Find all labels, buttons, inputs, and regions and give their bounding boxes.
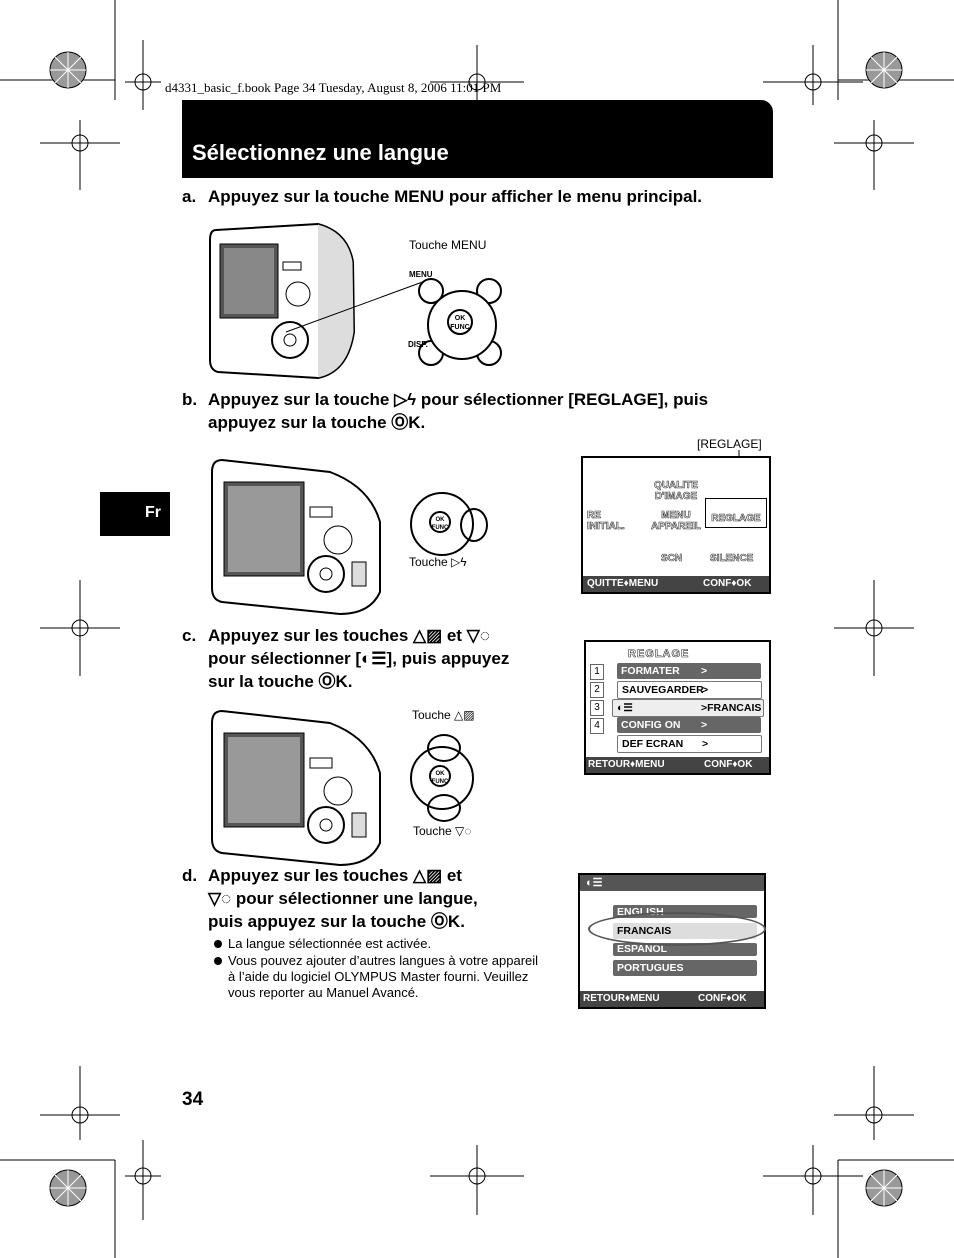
step-a: a. Appuyez sur la touche MENU pour affic… <box>182 185 782 209</box>
caption-touche-menu: Touche MENU <box>409 238 487 252</box>
language-title: ◐☰ <box>580 875 764 891</box>
menu-item-reset[interactable]: RE INITIAL. <box>587 510 625 533</box>
reglage-title: REGLAGE <box>628 648 690 661</box>
note-2: Vous pouvez ajouter d’autres langues à v… <box>212 953 542 1001</box>
main-screen-bottom-bar: QUITTE♦MENU CONF♦OK <box>583 576 769 592</box>
step-a-label: a. <box>182 187 197 206</box>
menu-item-camera-menu[interactable]: MENU APPAREIL <box>651 510 701 533</box>
language-bottom-bar: RETOUR♦MENU CONF♦OK <box>580 991 764 1007</box>
language-espanol[interactable]: ESPANOL <box>613 943 757 956</box>
caption-touche-down: Touche ▽◌ <box>413 824 472 838</box>
camera-back-illustration <box>209 222 356 380</box>
down-arrow-highlight[interactable] <box>427 794 461 822</box>
step-c: c. Appuyez sur les touches △▨ et ▽◌ pour… <box>182 624 582 694</box>
menu-button[interactable] <box>418 278 444 304</box>
file-info: d4331_basic_f.book Page 34 Tuesday, Augu… <box>165 80 502 95</box>
step-c-label: c. <box>182 626 197 645</box>
row-sauvegarder[interactable]: SAUVEGARDER> <box>617 681 762 699</box>
bottom-retour: RETOUR♦MENU <box>588 759 665 770</box>
row-language[interactable]: ◐☰>FRANCAIS <box>612 699 764 717</box>
page-number-1[interactable]: 1 <box>590 664 604 680</box>
step-d-line3: puis appuyez sur la touche ⓄK. <box>208 912 465 931</box>
page-title: Sélectionnez une langue <box>192 140 449 165</box>
row-def-ecran[interactable]: DEF ECRAN> <box>617 735 762 753</box>
title-bar <box>182 100 773 178</box>
menu-item-reglage[interactable]: REGLAGE <box>705 498 767 528</box>
francais-highlight-ellipse <box>588 912 766 946</box>
camera-angled-illustration-c <box>211 709 381 867</box>
main-menu-screen: QUALITE D'IMAGE RE INITIAL. MENU APPAREI… <box>581 456 771 594</box>
menu-item-silence[interactable]: SILENCE <box>710 553 754 565</box>
bottom-retour-lang: RETOUR♦MENU <box>583 993 660 1004</box>
page-number-3[interactable]: 3 <box>590 700 604 716</box>
caption-touche-up: Touche △▨ <box>412 708 475 722</box>
notes-list: La langue sélectionnée est activée. Vous… <box>212 936 542 1002</box>
step-d: d. Appuyez sur les touches △▨ et ▽◌ pour… <box>182 864 562 934</box>
step-c-line2: pour sélectionner [◐☰], puis appuyez <box>208 649 510 668</box>
bottom-quit: QUITTE♦MENU <box>587 578 659 589</box>
step-d-line1: Appuyez sur les touches △▨ et <box>208 866 462 885</box>
menu-item-quality[interactable]: QUALITE D'IMAGE <box>654 480 698 503</box>
bottom-conf-reglage: CONF♦OK <box>704 759 753 770</box>
bottom-conf: CONF♦OK <box>703 578 752 589</box>
language-tab-label: Fr <box>145 504 161 521</box>
disp-label: DISP. <box>408 340 428 349</box>
step-b: b. Appuyez sur la touche ▷ϟ pour sélecti… <box>182 388 782 436</box>
language-tab: Fr <box>100 492 170 536</box>
page-number: 34 <box>182 1089 204 1110</box>
up-arrow-highlight[interactable] <box>427 734 461 762</box>
row-language-value: FRANCAIS <box>707 702 762 714</box>
caption-reglage: [REGLAGE] <box>697 437 762 451</box>
note-1: La langue sélectionnée est activée. <box>212 936 542 952</box>
camera-angled-illustration <box>211 458 381 616</box>
step-d-line2: ▽◌ pour sélectionner une langue, <box>208 889 478 908</box>
step-d-label: d. <box>182 866 198 885</box>
language-portugues[interactable]: PORTUGUES <box>613 960 757 976</box>
step-c-line1: Appuyez sur les touches △▨ et ▽◌ <box>208 626 490 645</box>
page-number-4[interactable]: 4 <box>590 718 604 734</box>
reglage-screen: REGLAGE 1 2 3 4 FORMATER> SAUVEGARDER> ◐… <box>584 640 771 775</box>
step-a-text: Appuyez sur la touche MENU pour afficher… <box>208 187 703 206</box>
step-b-line1: Appuyez sur la touche ▷ϟ pour sélectionn… <box>208 390 709 409</box>
menu-label: MENU <box>409 270 433 279</box>
menu-item-scn[interactable]: SCN <box>661 553 683 565</box>
step-b-label: b. <box>182 390 198 409</box>
page-number-2[interactable]: 2 <box>590 682 604 698</box>
row-config-on[interactable]: CONFIG ON> <box>617 717 761 733</box>
pointer-line-menu <box>285 279 429 333</box>
caption-touche-right: Touche ▷ϟ <box>409 555 467 569</box>
step-c-line3: sur la touche ⓄK. <box>208 672 353 691</box>
row-formater[interactable]: FORMATER> <box>617 663 761 679</box>
bottom-conf-lang: CONF♦OK <box>698 993 747 1004</box>
right-arrow-highlight[interactable] <box>460 508 488 542</box>
step-b-line2: appuyez sur la touche ⓄK. <box>208 413 426 432</box>
reglage-bottom-bar: RETOUR♦MENU CONF♦OK <box>586 757 769 773</box>
